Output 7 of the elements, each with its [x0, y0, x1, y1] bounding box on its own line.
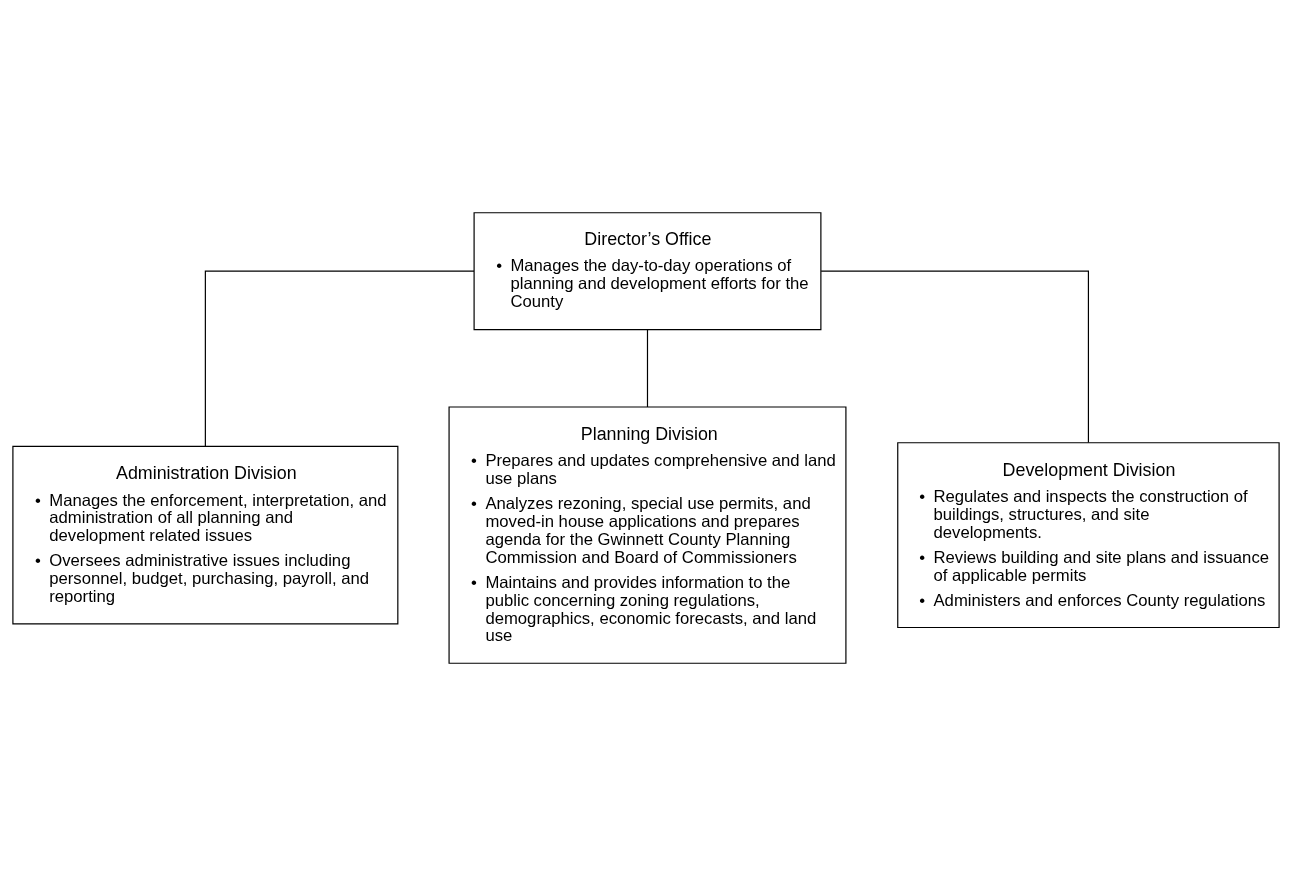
node-box: Planning Division • Prepares and updates comprehensive and land use plans • Analyzes rezoning, special use permits, and moved-in house applications and prepares agenda for the Gwinnett County Planning Commission and Board of Commissioners • Maintains and provides information to the public concerning zoning regulations, demographics, economic forecasts, and land use: [448, 405, 847, 664]
node-box: Administration Division • Manages the enforcement, interpretation, and administration of all planning and development related issues • Oversees administrative issues including personnel, budget, purchasing, payroll, and reporting: [12, 445, 399, 624]
connector: [204, 270, 475, 447]
connector: [820, 270, 1089, 443]
node-box: Development Division • Regulates and inspects the construction of buildings, structures, and site developments. • Reviews building and site plans and issuance of applicable permits • Administers and enforces County regulations: [897, 441, 1280, 628]
connector: [646, 328, 649, 408]
node-box: Director’s Office • Manages the day-to-day operations of planning and development efforts for the County: [473, 211, 822, 330]
